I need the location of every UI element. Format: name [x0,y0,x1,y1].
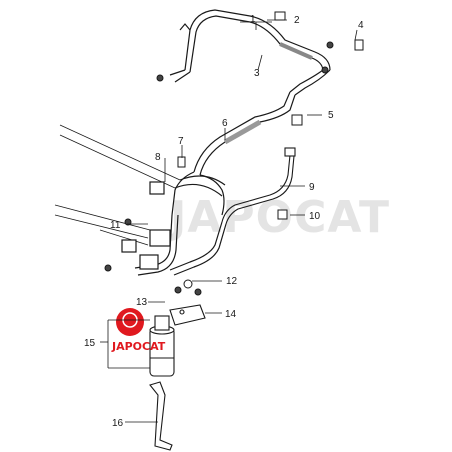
callout-7: 7 [178,136,184,147]
bracket-16 [149,381,173,451]
callout-8: 8 [155,152,161,163]
callout-3: 3 [254,68,260,79]
japocat-badge: JAPOCAT [111,308,166,353]
receiver-drier-15 [149,315,175,377]
callout-14: 14 [225,309,237,320]
callout-12: 12 [226,276,238,287]
callout-4: 4 [358,20,364,31]
callout-16: 16 [112,418,124,429]
bracket-14 [169,304,206,326]
callout-5: 5 [328,110,334,121]
callout-6: 6 [222,118,228,129]
callout-13: 13 [136,297,148,308]
hose-6 [193,91,296,176]
callout-2: 2 [294,15,300,26]
callout-10: 10 [309,211,321,222]
callout-9: 9 [309,182,315,193]
fasteners [104,11,364,296]
leader-lines [100,19,358,423]
hose-assembly-8 [121,171,227,276]
callout-15: 15 [84,338,96,349]
pipe-9 [221,147,296,225]
callout-11: 11 [110,220,121,231]
callout-1: 1 [250,14,256,25]
upper-hose [169,9,331,96]
badge-text: JAPOCAT [111,340,166,353]
condenser-outline [54,124,181,246]
callout-labels: 1 2 3 4 5 6 7 8 9 10 11 12 13 14 15 16 [84,14,364,429]
